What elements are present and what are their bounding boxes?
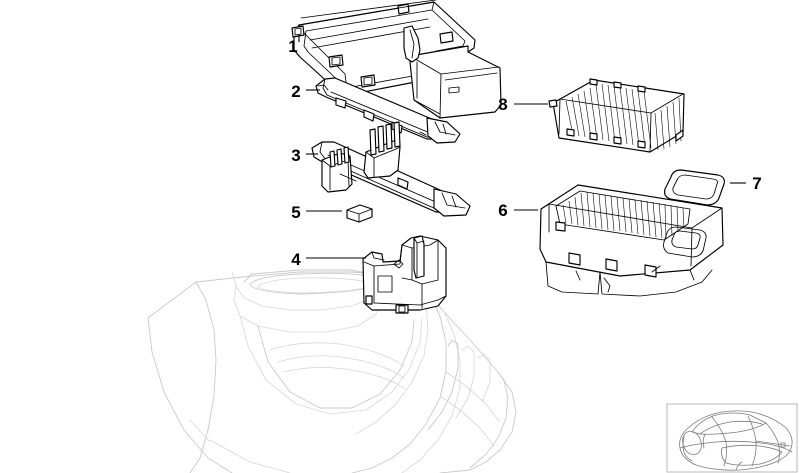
mat-ribs: [565, 83, 682, 151]
vehicle-thumbnail-car-outline: [679, 410, 793, 471]
part-7-small-insert-mat: [663, 169, 725, 206]
callout-number-7: 7: [752, 174, 761, 193]
callout-number-8: 8: [498, 95, 507, 114]
callout-number-5: 5: [291, 203, 300, 222]
center-console-ghost-outline: [147, 269, 517, 473]
part-1-console-storage-tray: [291, 0, 502, 119]
part-4-support-housing-bracket: [362, 235, 447, 314]
callout-number-6: 6: [498, 201, 507, 220]
callout-number-2: 2: [291, 82, 300, 101]
part-5-retaining-clip: [346, 204, 373, 223]
part-2-console-trim-strip: [315, 77, 461, 144]
callout-number-1: 1: [288, 37, 297, 56]
part-3-console-bracket-rail: [311, 121, 471, 217]
callout-number-4: 4: [291, 250, 301, 269]
part-8-ribbed-mat-liner: [548, 78, 685, 153]
callout-number-3: 3: [291, 146, 300, 165]
part-6-ribbed-storage-tray: [539, 184, 724, 297]
tray-ribs: [562, 191, 685, 240]
vehicle-thumbnail: [666, 403, 798, 473]
